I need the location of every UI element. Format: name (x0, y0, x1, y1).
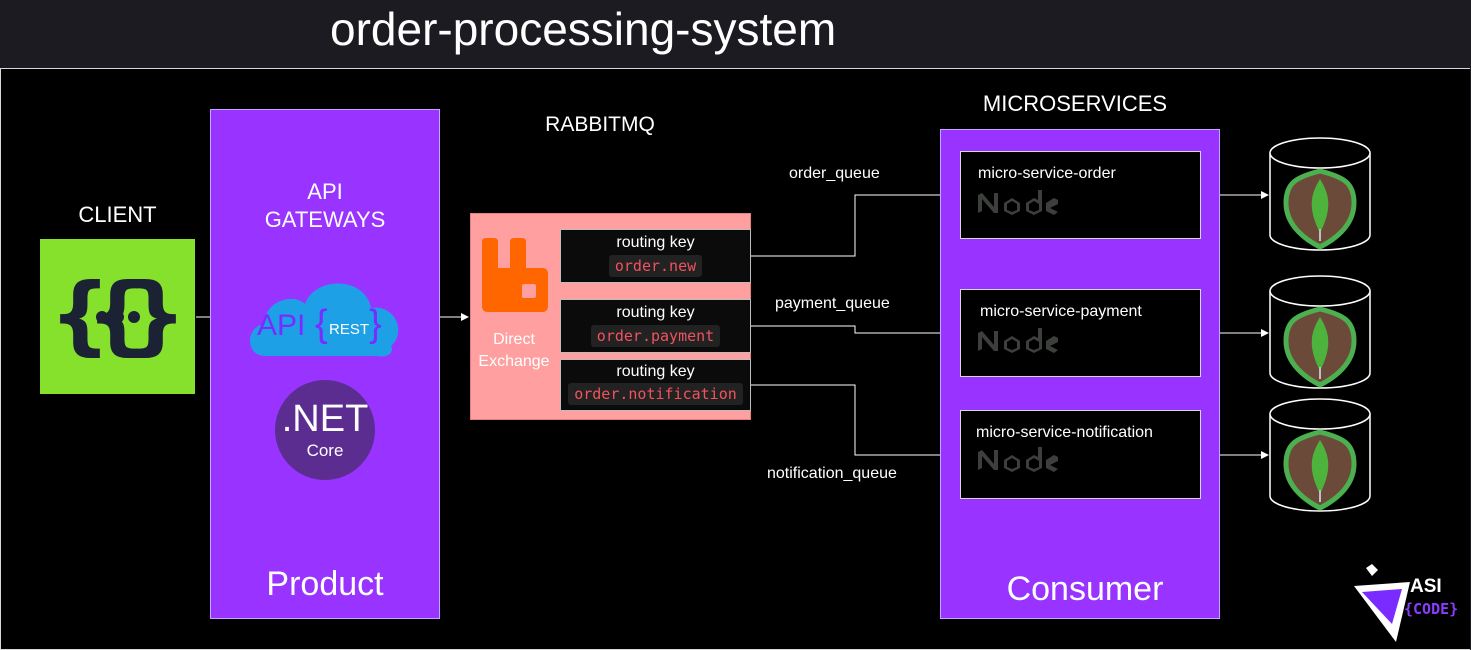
microservices-heading: MICROSERVICES (982, 91, 1168, 116)
gateway-footer: Product (266, 565, 384, 603)
order-queue-connector (751, 191, 958, 257)
routing-key-order-notification: routing key order.notification (560, 359, 751, 411)
exchange-label-line2: Exchange (478, 353, 550, 370)
service-name: micro-service-notification (976, 424, 1153, 441)
mongodb-database-icon (1269, 137, 1371, 251)
api-logo-text: API (257, 309, 306, 342)
routing-key-label: routing key (616, 304, 695, 321)
client-box: { (40, 239, 195, 394)
routing-key-order-new: routing key order.new (560, 229, 751, 283)
queue-label-payment: payment_queue (775, 295, 890, 312)
rest-brace-close: } (369, 303, 382, 345)
curly-braces-glyphs: { } (49, 265, 186, 365)
routing-key-label: routing key (616, 234, 695, 251)
rest-brace-open: { (315, 303, 328, 345)
service-card-payment: micro-service-payment (960, 289, 1201, 377)
core-text: Core (306, 441, 344, 460)
exchange-label-line1: Direct (493, 331, 535, 348)
queue-label-order: order_queue (789, 165, 880, 182)
mongodb-database-icon (1269, 398, 1371, 512)
rabbitmq-logo-icon (482, 238, 548, 312)
nodejs-logo-icon (978, 328, 1058, 353)
service-name: micro-service-order (978, 165, 1116, 182)
routing-key-label: routing key (616, 363, 695, 380)
nodejs-logo-icon (978, 447, 1058, 472)
svg-text:{: { (49, 265, 110, 365)
routing-key-value: order.new (608, 255, 703, 277)
asi-code-logo-icon (1354, 564, 1410, 642)
routing-key-value: order.payment (590, 325, 721, 347)
svg-text:}: } (125, 265, 186, 365)
api-gateway-box (210, 109, 440, 619)
mongodb-database-icon (1269, 275, 1371, 389)
watermark-line2: {CODE} (1404, 600, 1459, 618)
gateway-heading-line1: API (307, 179, 343, 204)
service-name: micro-service-payment (980, 303, 1142, 320)
routing-key-order-payment: routing key order.payment (560, 299, 751, 353)
rabbitmq-heading: RABBITMQ (545, 113, 655, 136)
api-rest-cloud-icon (250, 283, 399, 357)
routing-key-value: order.notification (568, 383, 743, 405)
page-title: order-processing-system (330, 3, 837, 55)
dotnet-core-logo (275, 380, 375, 480)
service-card-order: micro-service-order (960, 151, 1201, 239)
nodejs-logo-icon (978, 190, 1058, 215)
watermark-line1: ASI (1410, 576, 1442, 597)
service-card-notification: micro-service-notification (960, 410, 1201, 499)
notification-queue-connector (751, 384, 958, 459)
dotnet-text: .NET (281, 398, 369, 440)
consumer-footer: Consumer (1006, 570, 1164, 608)
curly-braces-icon: { (86, 265, 147, 365)
rest-text: REST (329, 321, 370, 338)
gateway-heading-line2: GATEWAYS (264, 207, 386, 232)
payment-queue-connector (751, 325, 958, 337)
queue-label-notification: notification_queue (767, 465, 897, 482)
client-label: CLIENT (78, 202, 157, 227)
